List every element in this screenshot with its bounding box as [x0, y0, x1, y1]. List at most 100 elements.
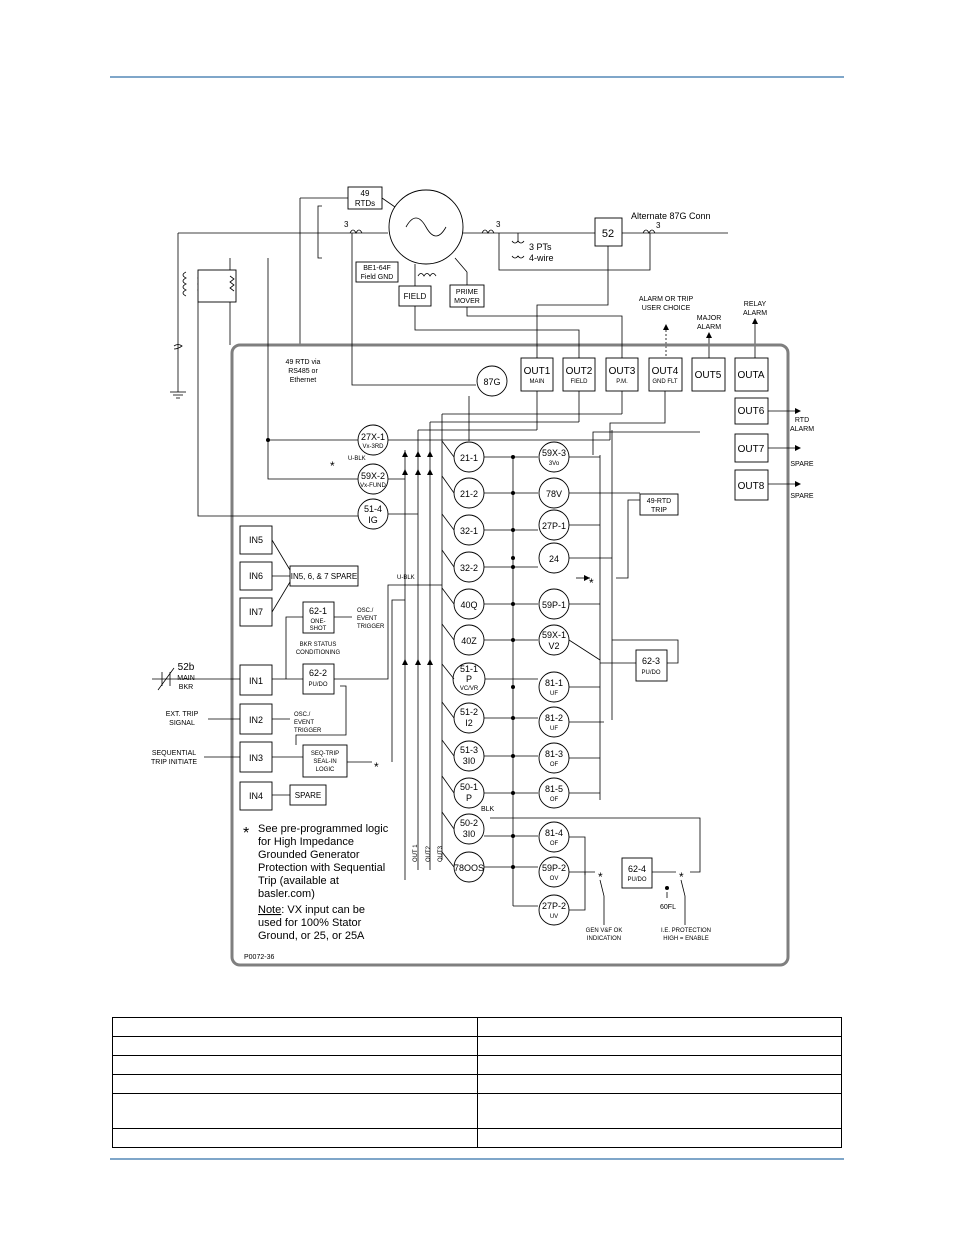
svg-text:TRIP INITIATE: TRIP INITIATE: [151, 759, 197, 766]
svg-text:EVENT: EVENT: [294, 720, 314, 726]
svg-text:81-4: 81-4: [545, 828, 563, 838]
svg-text:*: *: [589, 576, 594, 590]
svg-text:49-RTD: 49-RTD: [647, 498, 671, 505]
svg-text:27X-1: 27X-1: [361, 432, 385, 442]
svg-text:U-BLK: U-BLK: [348, 456, 366, 462]
svg-text:21-1: 21-1: [460, 453, 478, 463]
svg-text:USER CHOICE: USER CHOICE: [642, 305, 691, 312]
svg-text:27P-2: 27P-2: [542, 901, 566, 911]
svg-text:OUT3: OUT3: [609, 366, 636, 377]
svg-text:IN5, 6, & 7 SPARE: IN5, 6, & 7 SPARE: [291, 572, 358, 581]
svg-text:62-2: 62-2: [309, 668, 327, 678]
svg-text:32-1: 32-1: [460, 526, 478, 536]
svg-text:81-2: 81-2: [545, 713, 563, 723]
svg-text:PU/DO: PU/DO: [641, 670, 660, 676]
svg-text:PU/DO: PU/DO: [627, 877, 646, 883]
svg-text:OUT5: OUT5: [695, 370, 722, 381]
svg-text:for High Impedance: for High Impedance: [258, 836, 354, 848]
gen-vf-ok-label: GEN V&F OK: [586, 928, 623, 934]
svg-text:HIGH = ENABLE: HIGH = ENABLE: [663, 936, 709, 942]
svg-text:I2: I2: [465, 718, 473, 728]
footer-rule: [110, 1158, 844, 1160]
rtd-via-label: 49 RTD via: [286, 359, 321, 366]
one-line-logic-diagram: 3 3 3 49 RTDs 52 Alternate 87G Conn 3 PT…: [151, 186, 814, 967]
ext-trip-label: EXT. TRIP: [166, 711, 199, 718]
svg-text:51-1: 51-1: [460, 664, 478, 674]
svg-text:62-3: 62-3: [642, 656, 660, 666]
svg-text:BKR STATUS: BKR STATUS: [300, 642, 337, 648]
svg-text:51-4: 51-4: [364, 504, 382, 514]
svg-text:50-2: 50-2: [460, 818, 478, 828]
svg-text:UF: UF: [550, 726, 558, 732]
svg-text:51-2: 51-2: [460, 707, 478, 717]
svg-text:59P-2: 59P-2: [542, 863, 566, 873]
svg-text:EVENT: EVENT: [357, 616, 377, 622]
outa-box: [734, 357, 769, 392]
svg-text:IN1: IN1: [249, 676, 263, 686]
svg-text:IN7: IN7: [249, 607, 263, 617]
svg-text:OF: OF: [550, 841, 559, 847]
svg-text:51-3: 51-3: [460, 745, 478, 755]
svg-text:Vx-FUND: Vx-FUND: [360, 483, 386, 489]
asterisk-note: *: [330, 459, 335, 473]
svg-text:21-2: 21-2: [460, 489, 478, 499]
svg-text:62-4: 62-4: [628, 864, 646, 874]
svg-text:IN5: IN5: [249, 535, 263, 545]
out8-box: [734, 469, 769, 501]
svg-text:24: 24: [549, 554, 559, 564]
vx-note: Note: VX input can be: [258, 904, 365, 916]
svg-text:4-wire: 4-wire: [529, 253, 554, 263]
svg-text:basler.com): basler.com): [258, 888, 315, 900]
input-in7: [239, 597, 273, 627]
svg-text:IN2: IN2: [249, 715, 263, 725]
svg-text:SEQ-TRIP: SEQ-TRIP: [311, 751, 339, 757]
svg-text:*: *: [374, 760, 379, 774]
svg-text:OV: OV: [550, 876, 559, 882]
svg-text:RELAY: RELAY: [744, 301, 767, 308]
svg-text:ALARM OR TRIP: ALARM OR TRIP: [639, 296, 694, 303]
svg-text:PU/DO: PU/DO: [308, 682, 327, 688]
relay-62-1: [302, 601, 335, 634]
svg-text:MAJOR: MAJOR: [697, 315, 722, 322]
svg-text:V2: V2: [548, 641, 559, 651]
svg-text:RTDs: RTDs: [355, 199, 375, 208]
relay-87g: [476, 365, 508, 397]
svg-text:62-1: 62-1: [309, 606, 327, 616]
svg-text:TRIGGER: TRIGGER: [294, 728, 322, 734]
svg-text:P: P: [466, 793, 472, 803]
svg-text:UF: UF: [550, 691, 558, 697]
svg-text:SPARE: SPARE: [295, 791, 322, 800]
ie-protection-label: I.E. PROTECTION: [661, 928, 711, 934]
svg-text:3I0: 3I0: [463, 829, 476, 839]
alternate-87g-label: Alternate 87G Conn: [631, 211, 711, 221]
rtd49-trip-box: [639, 493, 679, 516]
svg-text:LOGIC: LOGIC: [316, 767, 335, 773]
svg-text:UV: UV: [550, 914, 558, 920]
out4-box: [648, 357, 683, 392]
seqtrip-logic: [302, 744, 348, 778]
svg-text:used for 100% Stator: used for 100% Stator: [258, 917, 362, 929]
svg-text:BLK: BLK: [481, 806, 495, 813]
table-row: [112, 1055, 842, 1075]
svg-text:Vx-3RD: Vx-3RD: [362, 444, 384, 450]
svg-text:3I0: 3I0: [463, 756, 476, 766]
header-rule: [110, 76, 844, 78]
input-in1: [239, 664, 273, 696]
svg-text:TRIP: TRIP: [651, 507, 667, 514]
svg-text:32-2: 32-2: [460, 563, 478, 573]
svg-text:OUT1: OUT1: [524, 366, 551, 377]
table-row: [112, 1128, 842, 1148]
svg-text:VC/VR: VC/VR: [460, 686, 479, 692]
svg-text:TRIGGER: TRIGGER: [357, 624, 385, 630]
svg-text:OUT8: OUT8: [738, 481, 765, 492]
svg-text:RS485 or: RS485 or: [288, 368, 318, 375]
svg-text:OUTA: OUTA: [737, 370, 764, 381]
svg-text:*: *: [679, 870, 684, 884]
table-row: [112, 1017, 842, 1037]
left-relay-column: 21-1 21-2 32-1 32-2 40Q 40Z 51-1 P VC/VR…: [452, 441, 495, 883]
out1-box: [520, 357, 554, 392]
alarm-labels: ALARM OR TRIP USER CHOICE MAJOR ALARM RE…: [639, 296, 767, 360]
empty-table: [112, 1017, 842, 1148]
svg-text:Ground, or 25, or 25A: Ground, or 25, or 25A: [258, 930, 365, 942]
svg-text:Trip (available at: Trip (available at: [258, 875, 339, 887]
